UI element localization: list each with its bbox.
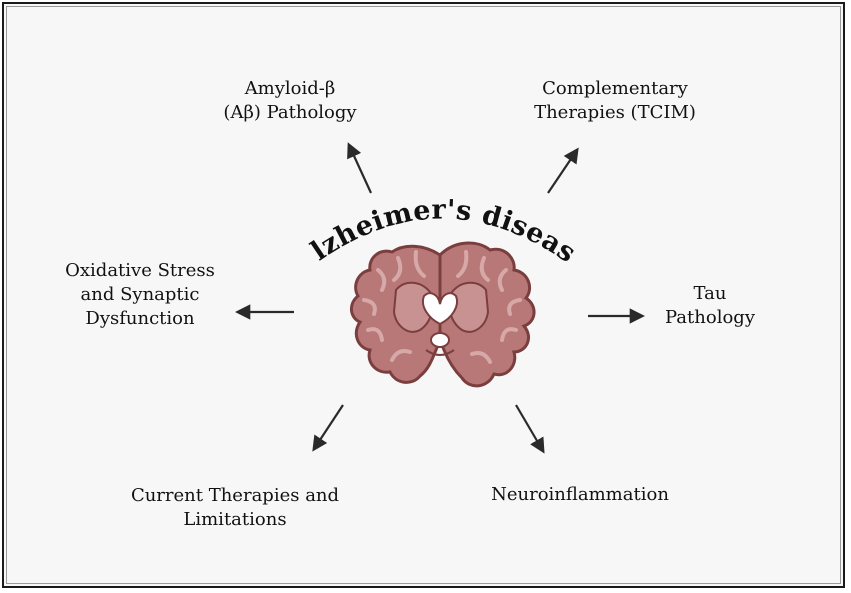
topic-neuroinflammation: Neuroinflammation — [470, 483, 690, 507]
topic-tau: Tau Pathology — [650, 282, 770, 330]
topic-oxidative-line3: Dysfunction — [85, 308, 195, 329]
topic-tau-line2: Pathology — [665, 307, 755, 328]
topic-current-line1: Current Therapies and — [130, 485, 340, 506]
arrow-to-current-therapies — [312, 404, 344, 452]
topic-neuro-line1: Neuroinflammation — [491, 484, 669, 505]
topic-complementary: Complementary Therapies (TCIM) — [520, 77, 710, 125]
topic-oxidative-line2: and Synaptic — [80, 284, 200, 305]
central-title-path: Alzheimer's disease — [0, 0, 581, 269]
brain-illustration — [350, 241, 536, 388]
arrow-to-complementary — [547, 147, 579, 194]
arrow-to-neuroinflammation — [515, 404, 545, 454]
topic-complementary-line2: Therapies (TCIM) — [534, 102, 696, 123]
topic-tau-line1: Tau — [693, 283, 727, 304]
central-title: Alzheimer's disease — [0, 0, 582, 269]
topic-amyloid-line1: Amyloid-β — [244, 78, 336, 99]
topic-oxidative: Oxidative Stress and Synaptic Dysfunctio… — [50, 259, 230, 331]
arrow-to-amyloid — [347, 142, 372, 194]
topic-amyloid: Amyloid-β (Aβ) Pathology — [200, 77, 380, 125]
topic-complementary-line1: Complementary — [542, 78, 688, 99]
topic-current-therapies: Current Therapies and Limitations — [110, 484, 360, 532]
inner-border — [6, 6, 841, 584]
topic-amyloid-line2: (Aβ) Pathology — [223, 102, 357, 123]
topic-oxidative-line1: Oxidative Stress — [65, 260, 215, 281]
topic-current-line2: Limitations — [183, 509, 287, 530]
